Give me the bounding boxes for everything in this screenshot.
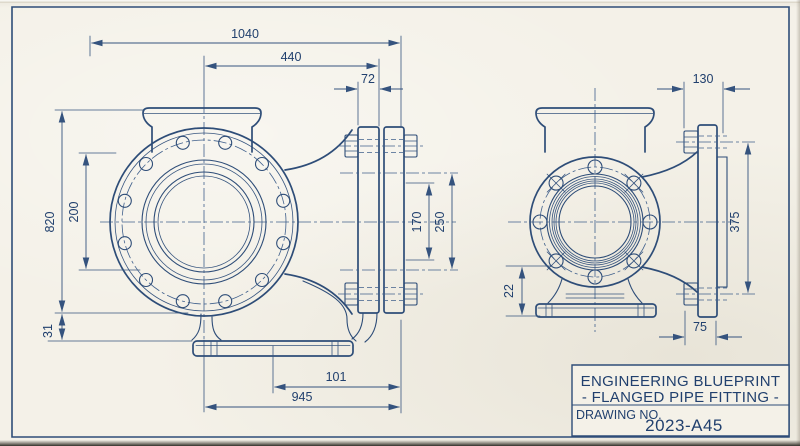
drawing-no-value: 2023-A45 <box>645 416 723 435</box>
front-bottom-bolt <box>338 283 424 305</box>
front-elbow <box>192 281 377 342</box>
bolt-hole-cross-marks <box>547 174 643 270</box>
dim-label: 440 <box>281 50 302 64</box>
title-line-2: - FLANGED PIPE FITTING - <box>582 389 779 406</box>
side-dimensions: 130 375 22 75 <box>502 72 752 345</box>
title-block: ENGINEERING BLUEPRINT - FLANGED PIPE FIT… <box>572 365 789 436</box>
dim-bolt-span: 375 <box>728 143 752 293</box>
dim-flange-thickness: 75 <box>659 311 742 345</box>
dim-flange-stack: 72 <box>334 72 403 125</box>
paper-bottom-shadow <box>0 440 800 446</box>
drawing-no-label: DRAWING NO. <box>576 408 662 422</box>
dim-label: 1040 <box>231 27 259 41</box>
dim-label: 72 <box>361 72 375 86</box>
front-bolt-holes <box>118 136 289 307</box>
title-line-1: ENGINEERING BLUEPRINT <box>581 373 781 390</box>
dim-label: 820 <box>43 212 57 233</box>
side-view <box>508 88 757 332</box>
front-nozzle <box>143 108 261 152</box>
dim-label: 945 <box>292 390 313 404</box>
dim-label: 375 <box>728 212 742 233</box>
front-top-bolt <box>338 135 424 157</box>
side-top-bolt <box>676 131 757 153</box>
paper-top-edge <box>0 0 800 3</box>
side-bolt-holes <box>533 160 657 284</box>
dim-label: 31 <box>41 324 55 338</box>
dim-base-offset: 101 <box>273 346 400 393</box>
dim-center-to-branch: 440 <box>205 50 380 126</box>
dim-label: 75 <box>693 320 707 334</box>
front-flange-bar-1 <box>358 127 379 313</box>
dim-base-clearance: 31 <box>41 314 192 342</box>
dim-nozzle-width: 130 <box>657 72 750 133</box>
dim-label: 130 <box>693 72 714 86</box>
title-block-box <box>572 365 789 436</box>
side-flange-face <box>717 157 727 287</box>
dim-label: 170 <box>410 212 424 233</box>
front-view <box>100 56 456 412</box>
dim-label: 200 <box>67 202 81 223</box>
side-pedestal <box>536 279 656 317</box>
dim-raised-face: 250 <box>340 173 458 270</box>
dim-label: 101 <box>326 370 347 384</box>
side-nozzle <box>536 108 654 152</box>
dim-overall-width: 1040 <box>90 27 401 126</box>
dim-hub-spacing: 200 <box>67 153 140 270</box>
dim-base-rise: 22 <box>502 266 552 316</box>
dim-overall-height: 820 <box>43 110 188 313</box>
dim-label: 250 <box>433 212 447 233</box>
dim-label: 22 <box>502 284 516 298</box>
border-frame <box>12 7 789 437</box>
paper-right-shadow <box>796 0 800 446</box>
front-dimensions: 1040 440 72 820 200 <box>41 27 458 413</box>
front-flange-bar-2 <box>384 127 404 313</box>
dim-center-to-face: 945 <box>205 320 402 413</box>
side-bottom-bolt <box>676 283 757 305</box>
dim-bore: 170 <box>406 183 434 260</box>
